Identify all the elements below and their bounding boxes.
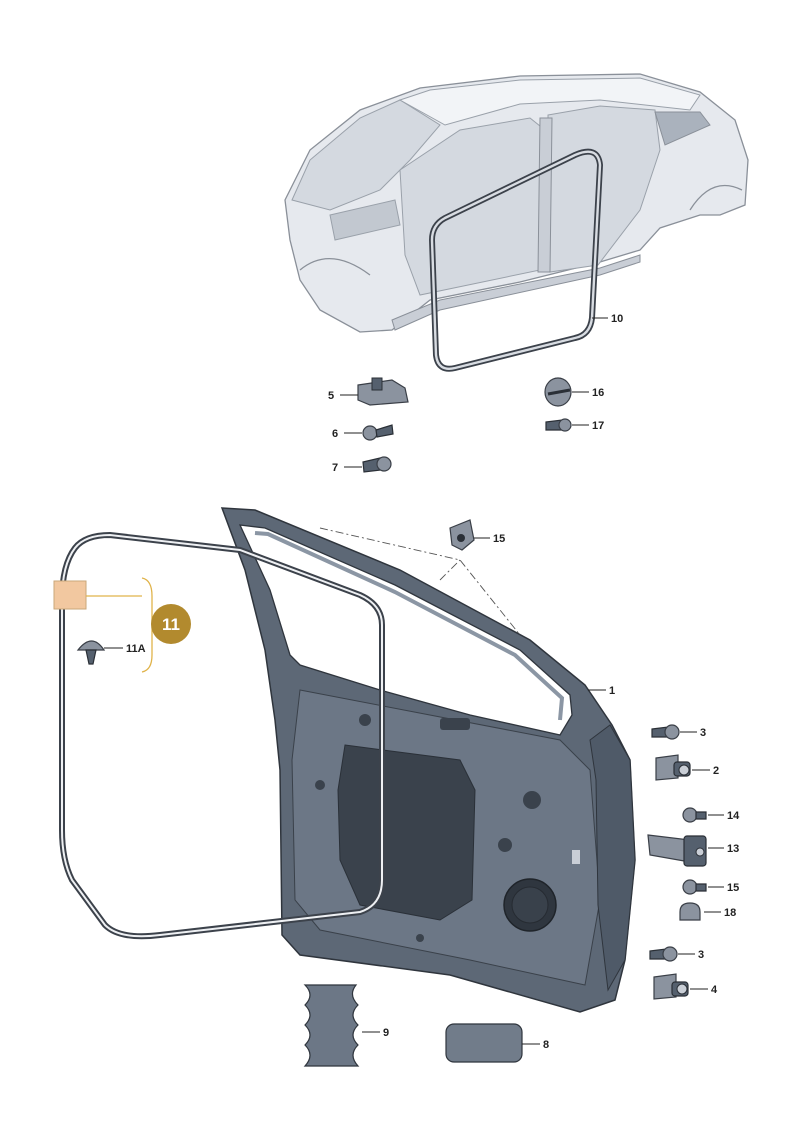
callout-9: 9 [383, 1027, 389, 1039]
callout-15: 15 [493, 533, 505, 545]
callout-14: 15 [727, 882, 739, 894]
car-body-illustration [284, 73, 749, 333]
callout-18: 18 [724, 907, 736, 919]
callout-1: 1 [609, 685, 615, 697]
part-15-clip [449, 519, 475, 551]
part-3-screw-upper [651, 724, 680, 740]
part-13-screw [682, 807, 707, 823]
callout-5: 5 [328, 390, 334, 402]
callout-3-upper: 3 [700, 727, 706, 739]
callout-2: 2 [713, 765, 719, 777]
group-badge: 11 [151, 604, 191, 644]
callout-16: 16 [592, 387, 604, 399]
part-9-foam-pad [303, 984, 360, 1067]
callout-10: 10 [611, 313, 623, 325]
group-bracket [86, 577, 153, 673]
callout-3-lower: 3 [698, 949, 704, 961]
part-5-bracket [357, 377, 409, 406]
group-badge-label: 11 [162, 615, 180, 634]
callout-17: 17 [592, 420, 604, 432]
callout-4: 4 [711, 984, 718, 996]
part-11a-clip [76, 640, 106, 665]
highlighted-seal-section [53, 580, 87, 610]
part-12-door-check [647, 834, 707, 867]
callout-8: 8 [543, 1039, 549, 1051]
callout-7: 7 [332, 462, 338, 474]
callout-12: 13 [727, 843, 739, 855]
part-14-screw [682, 879, 707, 895]
part-6-bolt [362, 424, 394, 441]
part-18-cap [679, 902, 701, 921]
callout-6: 6 [332, 428, 338, 440]
part-8-pad [445, 1023, 523, 1063]
front-door-shell [220, 507, 636, 1013]
part-3-screw-lower [649, 946, 678, 962]
part-16-striker [544, 377, 572, 407]
part-4-hinge-lower [653, 973, 689, 1000]
part-7-bolt [362, 456, 392, 473]
callout-11a: 11A [126, 643, 146, 655]
callout-13: 14 [727, 810, 740, 822]
part-17-screw [545, 418, 572, 432]
part-2-hinge-upper [655, 754, 691, 781]
